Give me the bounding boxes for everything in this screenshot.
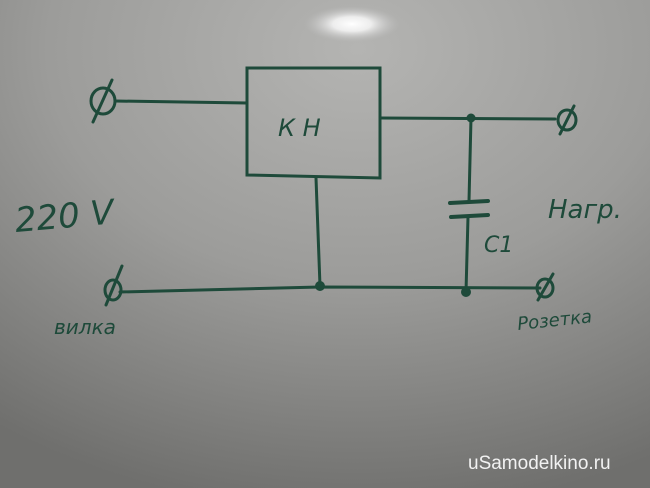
capacitor-c1 xyxy=(448,116,490,294)
output-terminal-bottom xyxy=(535,272,555,302)
junction-node xyxy=(461,287,471,297)
block-label: К Н xyxy=(278,114,321,142)
light-glare xyxy=(304,6,400,42)
voltage-label: 220 V xyxy=(13,192,118,241)
wire-block-ground xyxy=(314,176,322,288)
plug-label: вилка xyxy=(54,315,116,339)
wire-input-top xyxy=(113,99,249,105)
load-label: Нагр. xyxy=(548,195,622,225)
watermark: uSamodelkino.ru xyxy=(468,453,611,474)
capacitor-label: C1 xyxy=(484,233,513,258)
input-terminal-bottom xyxy=(103,264,124,307)
junction-node xyxy=(315,281,325,291)
kn-block xyxy=(245,66,382,180)
output-terminal-top xyxy=(556,104,578,136)
